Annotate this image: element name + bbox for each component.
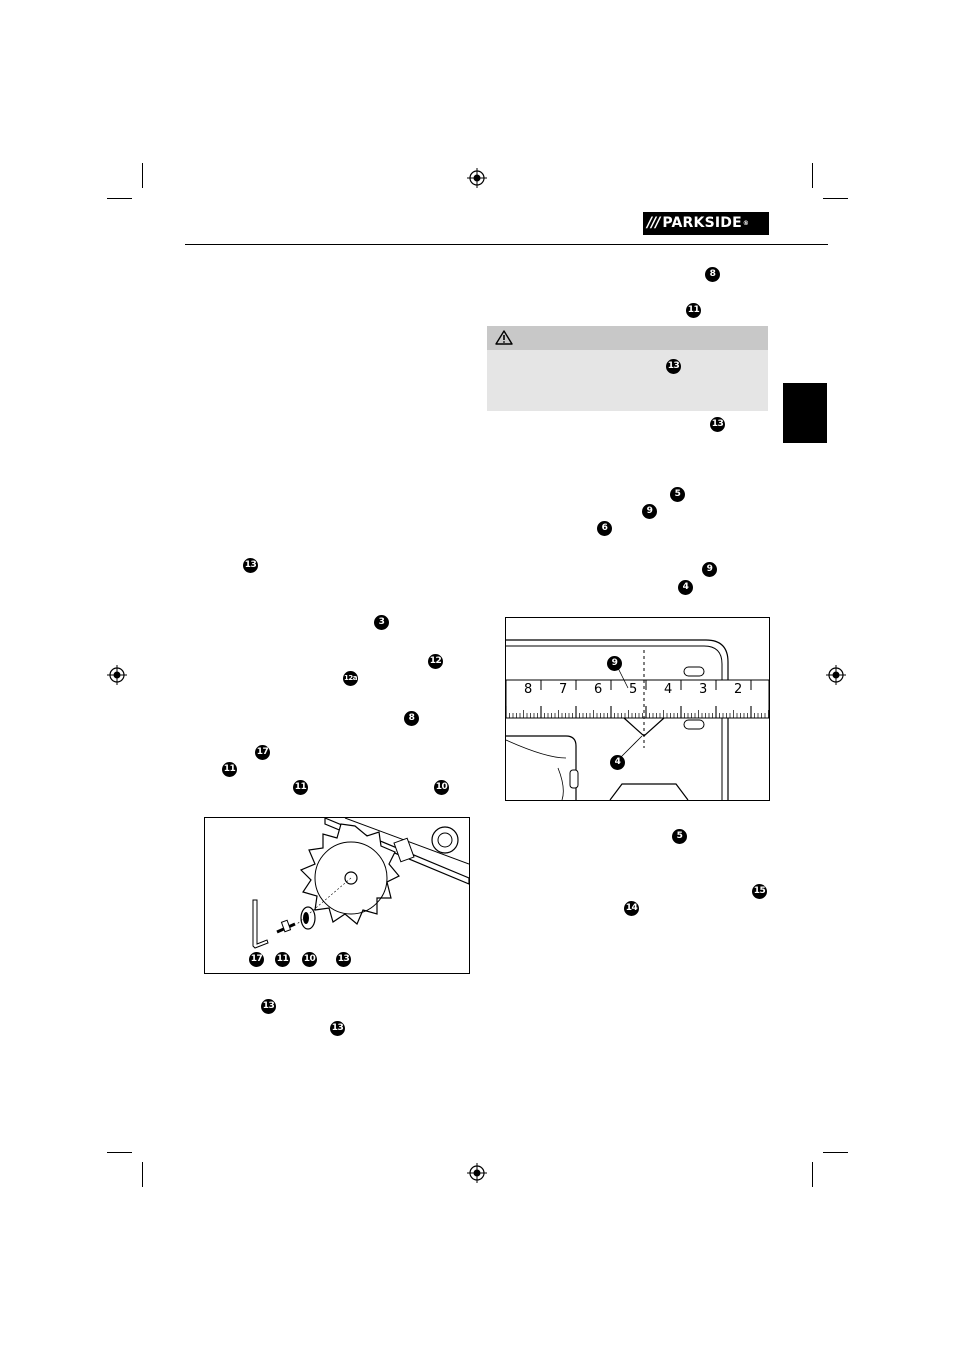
figure-label: 4 <box>610 755 625 770</box>
crop-mark-bottom-right-h <box>823 1152 848 1153</box>
figure-cut-scale: 8 7 6 5 4 3 2 9 4 <box>505 617 770 801</box>
reference-marker: 10 <box>434 780 449 795</box>
reference-marker: 12a <box>343 671 358 686</box>
reference-marker: 13 <box>243 558 258 573</box>
reference-marker: 13 <box>261 999 276 1014</box>
reference-marker: 13 <box>666 359 681 374</box>
warning-box <box>487 326 768 411</box>
reference-marker: 14 <box>624 901 639 916</box>
scale-number: 8 <box>524 682 533 697</box>
crop-mark-bottom-left-v <box>142 1162 143 1187</box>
reference-marker: 13 <box>330 1021 345 1036</box>
figure-label: 13 <box>336 952 351 967</box>
reference-marker: 4 <box>678 580 693 595</box>
reference-marker: 6 <box>597 521 612 536</box>
reference-marker: 5 <box>670 487 685 502</box>
parkside-logo: ///PARKSIDE® <box>643 212 769 235</box>
logo-trademark: ® <box>742 220 749 227</box>
figure-label: 9 <box>607 656 622 671</box>
header-rule <box>185 244 828 245</box>
reference-marker: 9 <box>702 562 717 577</box>
crop-mark-top-left-h <box>107 198 132 199</box>
reference-marker: 15 <box>752 884 767 899</box>
crop-mark-bottom-right-v <box>812 1162 813 1187</box>
logo-slashes: /// <box>647 215 660 231</box>
reference-marker: 12 <box>428 654 443 669</box>
warning-triangle-icon <box>495 330 513 345</box>
figure-saw-blade: 17 11 10 13 <box>204 817 470 974</box>
scale-ticks <box>506 680 769 718</box>
crop-mark-top-right-h <box>823 198 848 199</box>
reference-marker: 11 <box>222 762 237 777</box>
scale-number: 6 <box>594 682 603 697</box>
crop-mark-bottom-left-h <box>107 1152 132 1153</box>
saw-blade-illustration <box>252 818 469 949</box>
cut-scale-illustration <box>506 639 769 800</box>
registration-mark-left <box>107 665 127 685</box>
blade-teeth <box>299 823 400 925</box>
reference-marker: 11 <box>293 780 308 795</box>
scale-number: 2 <box>734 682 743 697</box>
scale-number: 5 <box>629 682 638 697</box>
registration-mark-right <box>826 665 846 685</box>
reference-marker: 11 <box>686 303 701 318</box>
logo-brand-text: PARKSIDE <box>662 215 742 231</box>
warning-header <box>487 326 768 350</box>
language-tab <box>783 383 827 443</box>
reference-marker: 8 <box>404 711 419 726</box>
scale-number: 3 <box>699 682 708 697</box>
figure-label: 10 <box>302 952 317 967</box>
reference-marker: 8 <box>705 267 720 282</box>
reference-marker: 13 <box>710 417 725 432</box>
reference-marker: 17 <box>255 745 270 760</box>
figure-label: 11 <box>275 952 290 967</box>
scale-number: 4 <box>664 682 673 697</box>
reference-marker: 5 <box>672 829 687 844</box>
registration-mark-bottom <box>467 1163 487 1183</box>
crop-mark-top-left-v <box>142 163 143 188</box>
reference-marker: 9 <box>642 504 657 519</box>
scale-number: 7 <box>559 682 568 697</box>
reference-marker: 3 <box>374 615 389 630</box>
crop-mark-top-right-v <box>812 163 813 188</box>
registration-mark-top <box>467 168 487 188</box>
figure-label: 17 <box>249 952 264 967</box>
